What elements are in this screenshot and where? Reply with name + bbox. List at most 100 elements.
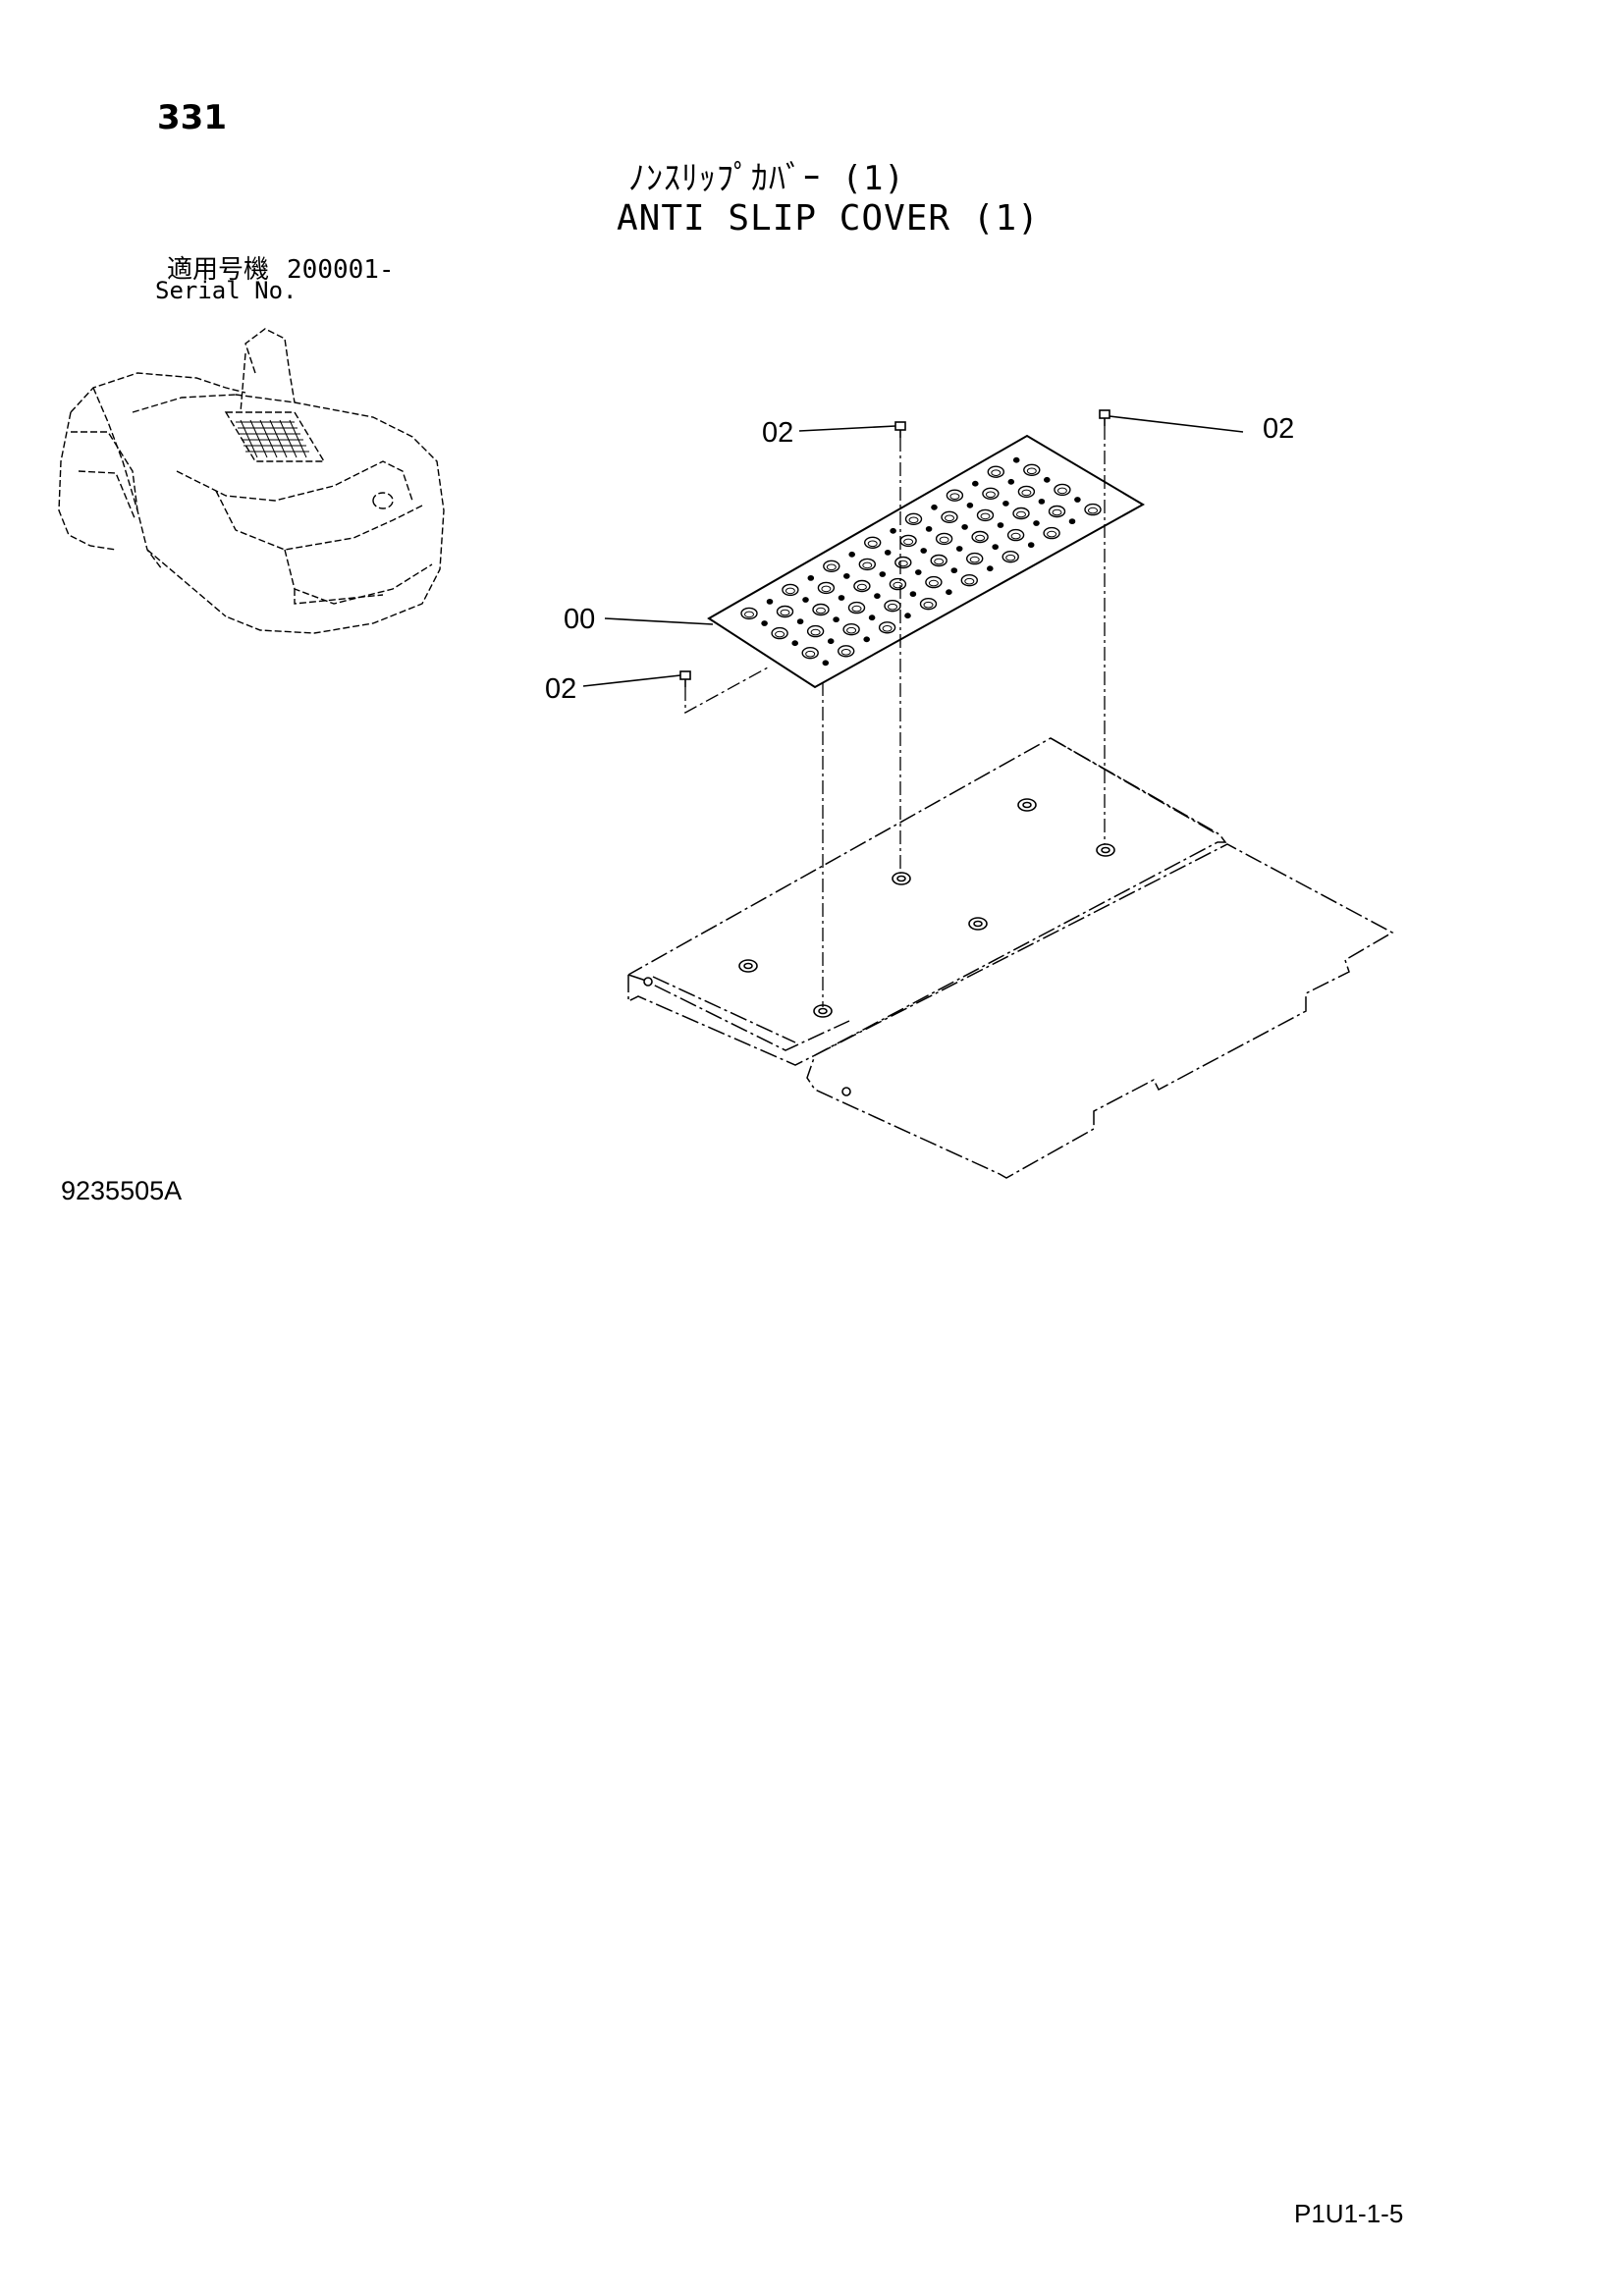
plate-hole <box>791 640 799 647</box>
plate-boss-inner <box>1016 510 1026 518</box>
plate-boss-inner <box>991 469 1001 477</box>
plate-hole <box>925 526 933 532</box>
callout-label-02-right: 02 <box>1263 413 1294 445</box>
plate-boss-inner <box>975 534 986 542</box>
floor-panel <box>627 737 1394 1179</box>
plate-hole <box>1033 520 1040 526</box>
drawing-number: 9235505A <box>61 1176 183 1205</box>
page-number: 331 <box>157 98 227 137</box>
plate-boss-inner <box>903 538 914 546</box>
plate-hole <box>1027 542 1035 548</box>
plate-boss-inner <box>744 611 754 618</box>
plate-hole <box>955 546 963 552</box>
plate-boss-inner <box>1088 507 1098 514</box>
plate-hole <box>931 504 938 510</box>
callout-leaders <box>582 415 1244 687</box>
plate-hole <box>1038 498 1046 505</box>
plate-hole <box>879 571 887 577</box>
callout-label-02-left: 02 <box>545 673 576 705</box>
plate-hole <box>1007 478 1015 485</box>
plate-boss-inner <box>775 630 785 638</box>
plate-boss-inner <box>945 514 954 522</box>
plate-boss-inner <box>939 536 949 544</box>
plate-boss-inner <box>805 650 816 658</box>
plate-boss-inner <box>949 493 960 501</box>
callout-label-02-top: 02 <box>762 417 793 449</box>
plate-hole <box>802 597 809 603</box>
plate-boss-inner <box>897 560 908 567</box>
plate-hole <box>904 613 911 619</box>
callout-label-00: 00 <box>564 604 595 635</box>
plate-hole <box>1068 518 1076 524</box>
plate-hole <box>843 573 850 579</box>
plate-boss-inner <box>780 609 790 616</box>
plate-hole <box>833 616 839 622</box>
plate-hole <box>807 575 815 581</box>
plate-hole <box>838 595 845 601</box>
plate-hole <box>766 599 774 605</box>
plate-hole <box>1002 501 1009 507</box>
plate-boss-inner <box>923 601 934 609</box>
plate-hole <box>890 527 896 534</box>
plate-boss-inner <box>888 603 897 611</box>
plate-boss-inner <box>1021 489 1032 497</box>
plate-hole <box>946 589 952 596</box>
plate-hole <box>827 638 835 645</box>
plate-hole <box>997 522 1004 528</box>
plate-boss-inner <box>985 491 996 499</box>
serial-label-en: Serial No. <box>155 277 298 304</box>
plate-boss-inner <box>810 628 821 636</box>
plate-boss-inner <box>928 579 939 587</box>
plate-hole <box>1044 476 1051 483</box>
plate-boss-inner <box>851 605 862 613</box>
anti-slip-cover-plate <box>707 434 1146 689</box>
plate-hole <box>884 550 892 556</box>
title-japanese: ﾉﾝｽﾘｯﾌﾟｶﾊﾞｰ (1) <box>628 159 905 198</box>
excavator-thumbnail <box>58 328 445 634</box>
plate-boss-inner <box>1047 530 1057 538</box>
plate-boss-inner <box>934 558 945 565</box>
plate-boss-inner <box>785 587 795 595</box>
plate-hole <box>868 614 876 621</box>
plate-boss-inner <box>1010 532 1021 540</box>
plate-boss-inner <box>969 556 980 563</box>
plate-hole <box>992 544 1000 550</box>
plate-hole <box>961 524 968 530</box>
plate-hole <box>796 618 804 624</box>
plate-hole <box>1012 456 1020 463</box>
plate-boss-inner <box>840 649 851 656</box>
floor-panel-holes <box>643 798 1115 1096</box>
plate-boss-inner <box>856 583 867 591</box>
serial-label-jp: 適用号機 <box>167 255 270 285</box>
plate-hole <box>987 565 994 572</box>
plate-hole <box>966 502 974 508</box>
plate-hole <box>822 660 830 667</box>
title-english: ANTI SLIP COVER (1) <box>617 198 1040 239</box>
plate-hole <box>920 548 928 554</box>
plate-boss-inner <box>882 625 893 632</box>
plate-boss-inner <box>1056 487 1067 495</box>
plate-boss-inner <box>821 585 832 593</box>
page-code: P1U1-1-5 <box>1294 2199 1404 2228</box>
plate-hole <box>915 569 922 575</box>
serial-number: 200001- <box>287 255 395 285</box>
plate-hole <box>848 551 856 558</box>
plate-boss-inner <box>1052 508 1062 516</box>
plate-hole <box>761 620 768 626</box>
plate-boss-inner <box>1005 554 1016 561</box>
plate-boss-inner <box>1026 467 1037 475</box>
plate-boss-inner <box>964 577 975 585</box>
plate-hole <box>972 480 979 487</box>
plate-hole <box>874 593 881 599</box>
plate-boss-inner <box>862 561 873 569</box>
plate-hole <box>909 591 917 597</box>
plate-boss-inner <box>816 607 826 614</box>
plate-boss-inner <box>980 512 991 520</box>
excavator-grille <box>236 419 309 458</box>
plate-hole <box>1074 497 1081 503</box>
assembly-lines <box>684 426 1106 1007</box>
plate-boss-inner <box>893 581 903 589</box>
plate-boss-inner <box>826 563 837 571</box>
serial-row-jp: 適用号機 200001- <box>167 249 395 286</box>
